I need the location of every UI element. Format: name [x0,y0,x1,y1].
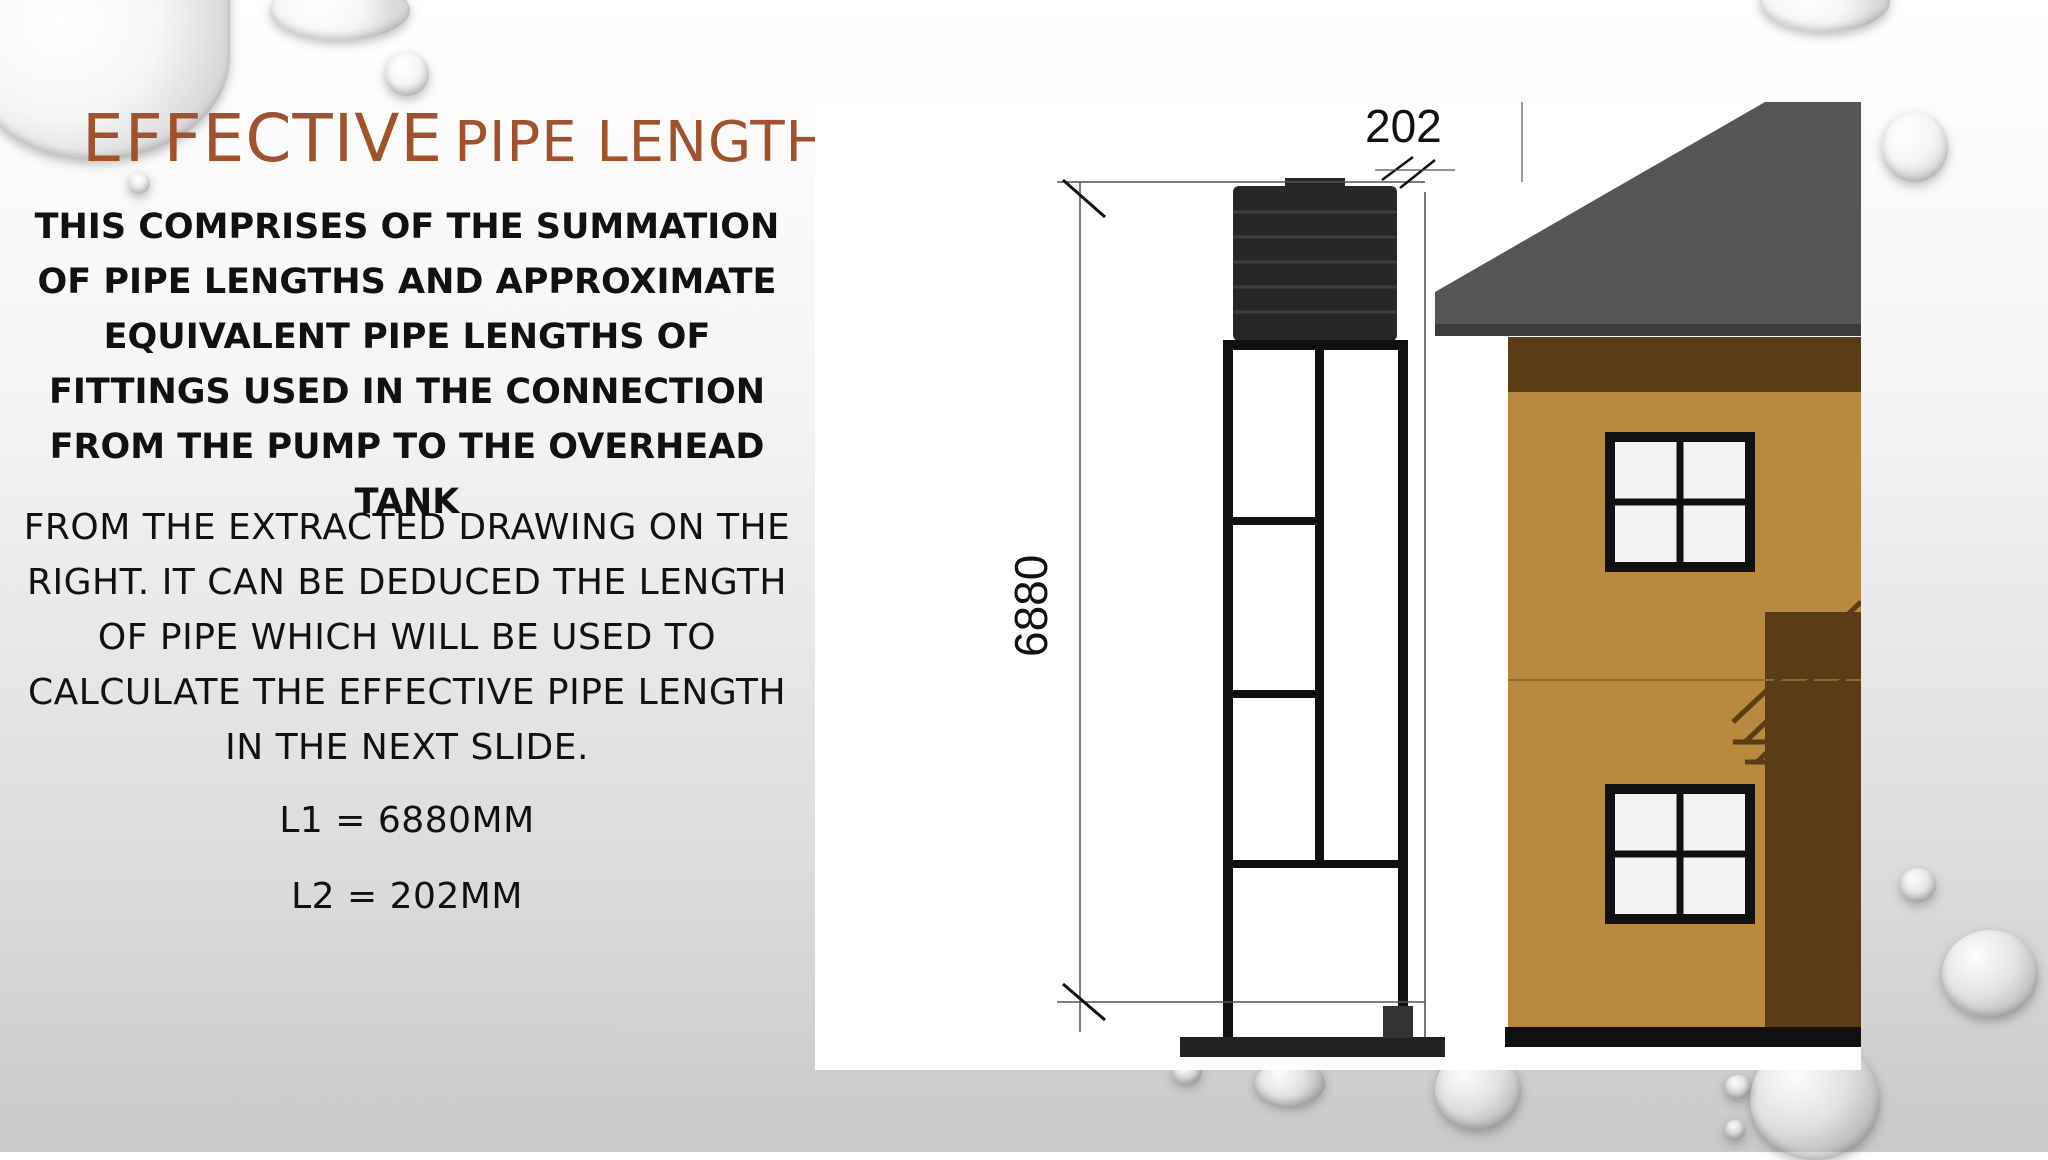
water-drop [1900,868,1936,902]
wall-upper-shadow [1508,337,1861,392]
elevation-drawing: 202 6880 [815,102,1861,1070]
title-first-word: EFFECTIVE [82,100,444,177]
equation-l1: L1 = 6880MM [279,800,535,841]
water-drop [1882,112,1948,182]
dimension-label-height: 6880 [1005,555,1057,657]
title-rest: PIPE LENGTH [454,110,829,175]
roof-fascia [1435,324,1861,336]
tank-ribs [1233,210,1397,314]
upper-window [1605,432,1755,572]
lower-window [1605,784,1755,924]
roof [1435,102,1861,332]
water-drop [270,0,410,40]
pergola [1731,600,1861,784]
water-drop [1760,0,1890,32]
pump [1383,1006,1413,1038]
tank-stand [1223,340,1408,1040]
house-base [1505,1027,1861,1047]
water-drop [385,52,429,96]
offset-dimension [1375,102,1523,189]
tank-lid [1285,178,1345,188]
water-drop [1725,1120,1745,1140]
water-drop [128,172,150,194]
explanation-text: FROM THE EXTRACTED DRAWING ON THE RIGHT.… [23,507,791,768]
equation-l2: L2 = 202MM [291,876,523,917]
description-text: THIS COMPRISES OF THE SUMMATION OF PIPE … [34,207,780,522]
elevation-svg: 202 6880 [1005,102,1861,1057]
water-drop [1725,1075,1751,1099]
slide-title: EFFECTIVE PIPE LENGTH [82,100,829,177]
wall-side-shadow [1765,612,1861,1032]
water-drop [1942,930,2038,1018]
dimension-label-offset: 202 [1365,102,1442,152]
stand-base-slab [1180,1037,1445,1057]
height-dimension [1057,178,1425,1032]
